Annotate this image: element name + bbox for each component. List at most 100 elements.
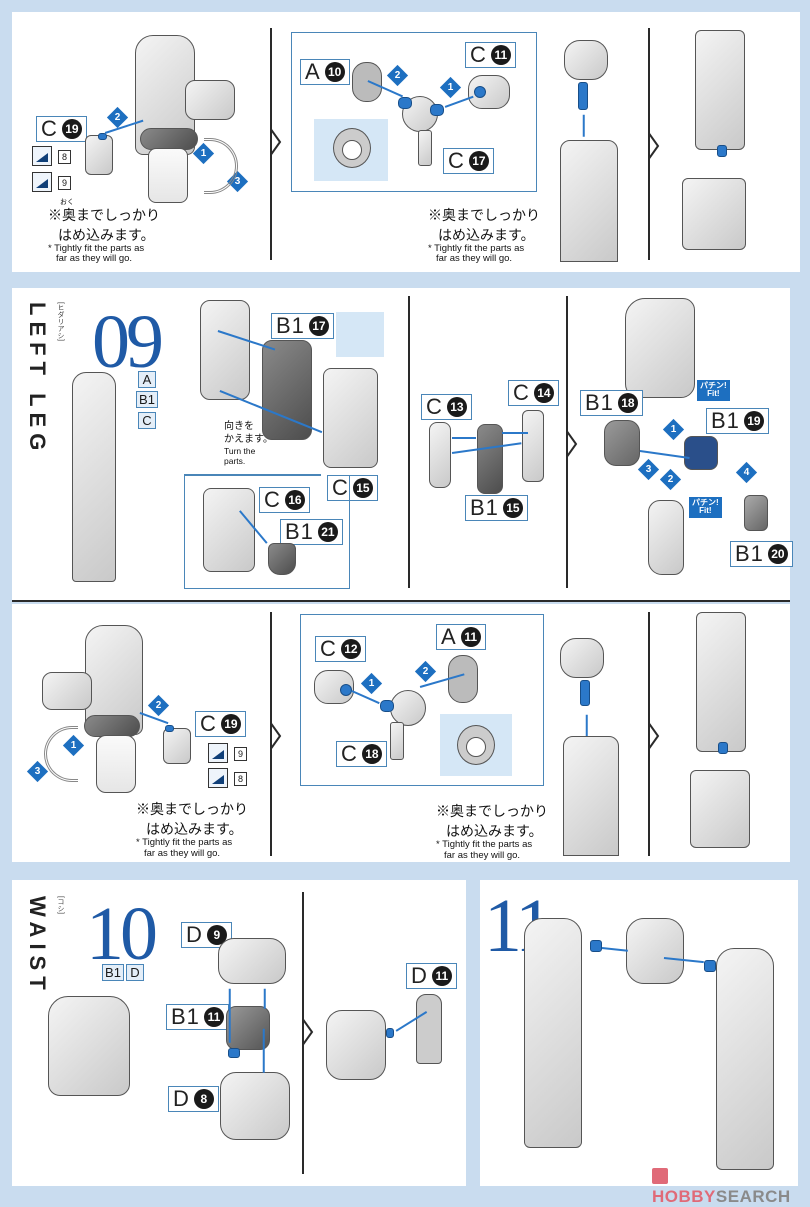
- step-number: 10: [86, 892, 158, 976]
- foot-illustration: [690, 770, 750, 848]
- peg-icon: [704, 960, 716, 972]
- c14-part-illustration: [522, 410, 544, 482]
- chevron-right-icon: [566, 430, 580, 458]
- sticker-icon: [32, 172, 52, 192]
- assembled-hip-joint-illustration: [560, 638, 604, 678]
- detail-box-top: [184, 474, 321, 476]
- thigh-side-part-illustration: [185, 80, 235, 120]
- step-marker-2: 2: [386, 64, 409, 87]
- step-divider: [302, 892, 304, 1174]
- right-leg-illustration: [524, 918, 582, 1148]
- waist-illustration: [626, 918, 684, 984]
- step-marker-2: 2: [659, 468, 682, 491]
- hobbysearch-logo-icon: [652, 1168, 668, 1184]
- chevron-right-icon: [270, 128, 284, 156]
- runner-badge-B1: B1: [136, 391, 158, 408]
- peg-icon: [228, 1048, 240, 1058]
- step-divider: [648, 28, 650, 260]
- insert-arrow: [263, 1028, 265, 1073]
- insert-arrow: [586, 714, 588, 737]
- step-marker-1: 1: [439, 76, 462, 99]
- detail-inset: [336, 312, 384, 357]
- detail-box: [300, 614, 544, 786]
- lower-leg-illustration: [696, 612, 746, 752]
- insert-arrow: [264, 988, 266, 1009]
- peg-icon: [578, 82, 588, 110]
- note-jp-line2: はめ込みます。: [438, 227, 535, 243]
- step-divider: [270, 612, 272, 856]
- step-marker-2: 2: [147, 694, 170, 717]
- peg-icon: [718, 742, 728, 754]
- ring-hole: [466, 737, 486, 757]
- knee-joint-illustration: [84, 715, 140, 737]
- step-marker-4: 4: [735, 461, 758, 484]
- insert-arrow: [452, 437, 476, 439]
- c18-stem-illustration: [390, 722, 404, 760]
- a11-ring-illustration: [448, 655, 478, 703]
- turn-note-jp-line1: 向きを: [224, 421, 254, 432]
- watermark: HOBBYSEARCH: [652, 1167, 810, 1207]
- step-divider: [648, 612, 650, 856]
- step-marker-1: 1: [360, 672, 383, 695]
- chevron-right-icon: [270, 722, 284, 750]
- sticker-number: 8: [58, 150, 71, 164]
- lower-leg-part-illustration: [96, 735, 136, 793]
- turn-note-en-line1: Turn the: [224, 446, 256, 456]
- thigh-inner-frame-illustration: [200, 300, 250, 400]
- thigh-side-part-illustration: [42, 672, 92, 710]
- b1-19-knee-joint-illustration: [684, 436, 718, 470]
- note-en-line1: * Tightly fit the parts as: [428, 243, 525, 254]
- runner-badge-A: A: [138, 371, 156, 388]
- b1-21-thruster-illustration: [268, 543, 296, 575]
- sticker-icon: [32, 146, 52, 166]
- c17-stem-illustration: [418, 130, 432, 166]
- note-en-line1: * Tightly fit the parts as: [136, 837, 233, 848]
- note-en-line1: * Tightly fit the parts as: [48, 243, 145, 254]
- step-title: LEFT LEG: [25, 302, 50, 457]
- peg-icon: [380, 700, 394, 712]
- peg-icon: [580, 680, 590, 706]
- c18-joint-illustration: [390, 690, 426, 726]
- c15-outer-armor-illustration: [323, 368, 378, 468]
- b1-20-part-illustration: [744, 495, 768, 531]
- note-jp-line1: ※奥までしっかり: [428, 207, 540, 223]
- step-title-jp: [コシ]: [57, 896, 64, 914]
- b1-18-part-illustration: [604, 420, 640, 466]
- fit-badge: パチン!Fit!: [697, 380, 730, 401]
- step-divider: [408, 296, 410, 588]
- sticker-icon: [208, 768, 228, 788]
- note-jp-line2: はめ込みます。: [146, 821, 243, 837]
- peg-icon: [430, 104, 444, 116]
- note-en-line2: far as they will go.: [444, 850, 521, 861]
- thigh-armor-illustration: [625, 298, 695, 398]
- peg-icon: [98, 133, 107, 140]
- sticker-number: 9: [234, 747, 247, 761]
- lower-leg-part-illustration: [148, 148, 188, 203]
- peg-icon: [340, 684, 352, 696]
- chevron-right-icon: [302, 1018, 316, 1046]
- knee-joint-illustration: [140, 128, 198, 150]
- note-jp-line1: ※奥までしっかり: [48, 207, 160, 223]
- step-title: WAIST: [25, 896, 50, 996]
- b1-11-waist-frame-illustration: [226, 1006, 270, 1050]
- runner-badge-B1: B1: [102, 964, 124, 981]
- thigh-armor-illustration: [563, 736, 619, 856]
- completed-waist-illustration: [48, 996, 130, 1096]
- peg-icon: [590, 940, 602, 952]
- sticker-number: 8: [234, 772, 247, 786]
- peg-icon: [474, 86, 486, 98]
